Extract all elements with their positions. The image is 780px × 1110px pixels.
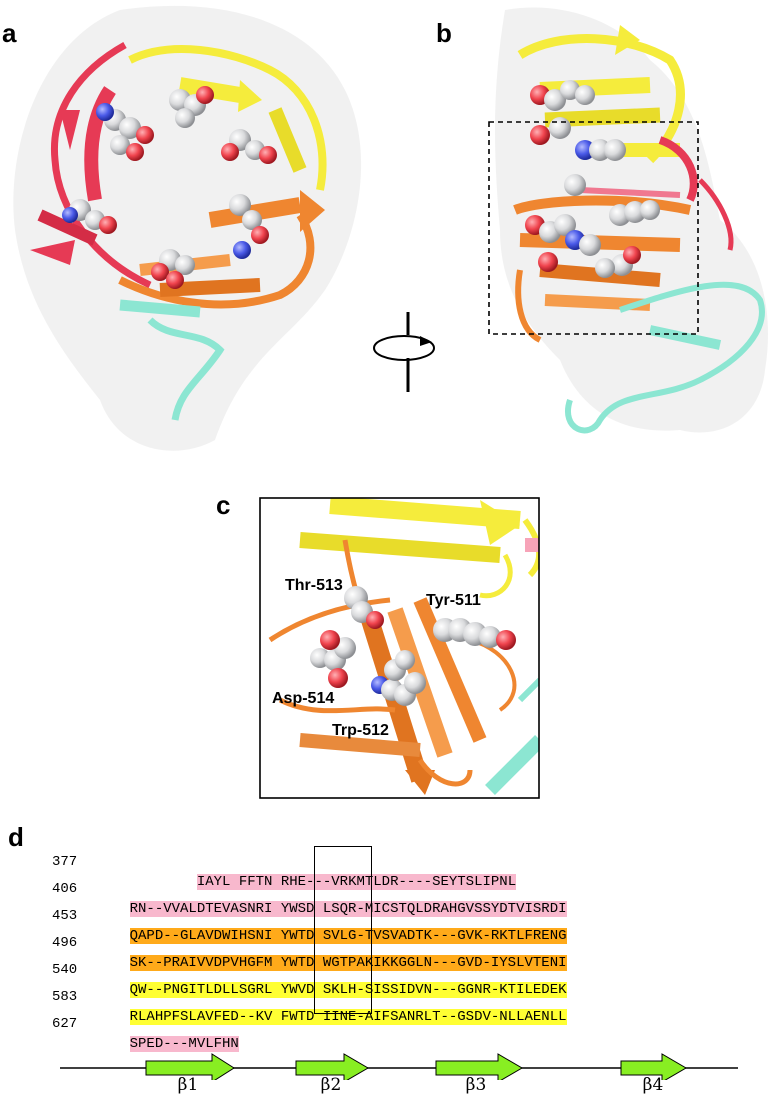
seq-motif: YWVD: [280, 982, 315, 998]
seq-pre: QAPD--GLAVDWIHSNI: [129, 928, 281, 944]
seq-pre: RN--VVALDTEVASNRI: [129, 901, 281, 917]
seq-row-377: IAYL FFTN RHE---VRKMTLDR----SEYTSLIPNL: [92, 852, 608, 890]
structure-side-view: [488, 7, 768, 434]
seq-pre: IAYL: [130, 874, 239, 890]
seq-number: 496: [52, 935, 78, 951]
panel-label-b: b: [436, 18, 452, 48]
zoom-panel: [259, 497, 540, 799]
panel-label-a: a: [2, 18, 17, 48]
seq-post: IINE-AIFSANRLT--GSDV-NLLAENLL: [314, 1009, 567, 1025]
seq-row-496: SK--PRAIVVDPVHGFM YWTD WGTPAKIKKGGLN---G…: [92, 933, 738, 971]
strand-label-b2: β2: [320, 1075, 342, 1095]
panel-label-c: c: [216, 490, 231, 520]
seq-pre: RLAHPFSLAVFED--KV: [129, 1009, 281, 1025]
seq-row-453: QAPD--GLAVDWIHSNI YWTD SVLG-TVSVADTK---G…: [92, 906, 738, 944]
seq-number: 627: [52, 1016, 78, 1032]
strand-arrow-b3: [435, 1053, 523, 1080]
strand-label-b4: β4: [642, 1075, 664, 1095]
strand-label-b1: β1: [177, 1075, 199, 1095]
structure-top-view: [13, 5, 362, 451]
seq-motif: FFTN: [238, 874, 273, 890]
residue-label-thr-513: Thr-513: [285, 577, 343, 594]
seq-number: 377: [52, 854, 78, 870]
seq-row-583: RLAHPFSLAVFED--KV FWTD IINE-AIFSANRLT--G…: [92, 987, 738, 1025]
seq-number: 453: [52, 908, 78, 924]
seq-pre: SPED---MVLFHN: [129, 1036, 239, 1052]
seq-number: 406: [52, 881, 78, 897]
seq-pre: QW--PNGITLDLLSGRL: [129, 982, 281, 998]
seq-pre-text: IAYL: [196, 874, 239, 890]
strand-arrow-b1: [145, 1053, 235, 1080]
seq-post: SVLG-TVSVADTK---GVK-RKTLFRENG: [314, 928, 567, 944]
seq-row-406: RN--VVALDTEVASNRI YWSD LSQR-MICSTQLDRAHG…: [92, 879, 738, 917]
seq-post: SKLH-SISSIDVN---GGNR-KTILEDEK: [314, 982, 567, 998]
seq-motif: FWTD: [280, 1009, 315, 1025]
seq-pre: SK--PRAIVVDPVHGFM: [129, 955, 281, 971]
strand-arrow-b2: [295, 1053, 369, 1080]
seq-post: WGTPAKIKKGGLN---GVD-IYSLVTENI: [314, 955, 567, 971]
strand-arrow-b4: [620, 1053, 687, 1080]
strand-track: [60, 1053, 738, 1080]
seq-number: 540: [52, 962, 78, 978]
seq-row-627: SPED---MVLFHN: [92, 1014, 272, 1052]
seq-post: LSQR-MICSTQLDRAHGVSSYDTVISRDI: [314, 901, 567, 917]
protein-structure-figure: [13, 5, 768, 799]
seq-row-540: QW--PNGITLDLLSGRL YWVD SKLH-SISSIDVN---G…: [92, 960, 738, 998]
residue-label-tyr-511: Tyr-511: [426, 592, 481, 609]
rotation-axis-icon: [373, 312, 435, 392]
seq-motif: YWTD: [280, 928, 315, 944]
residue-label-trp-512: Trp-512: [332, 722, 389, 739]
seq-post: RHE---VRKMTLDR----SEYTSLIPNL: [272, 874, 517, 890]
seq-number: 583: [52, 989, 78, 1005]
seq-motif: YWTD: [280, 955, 315, 971]
seq-motif: YWSD: [280, 901, 315, 917]
motif-box: [314, 846, 372, 1014]
strand-label-b3: β3: [465, 1075, 487, 1095]
residue-label-asp-514: Asp-514: [272, 690, 335, 707]
panel-label-d: d: [8, 822, 24, 852]
